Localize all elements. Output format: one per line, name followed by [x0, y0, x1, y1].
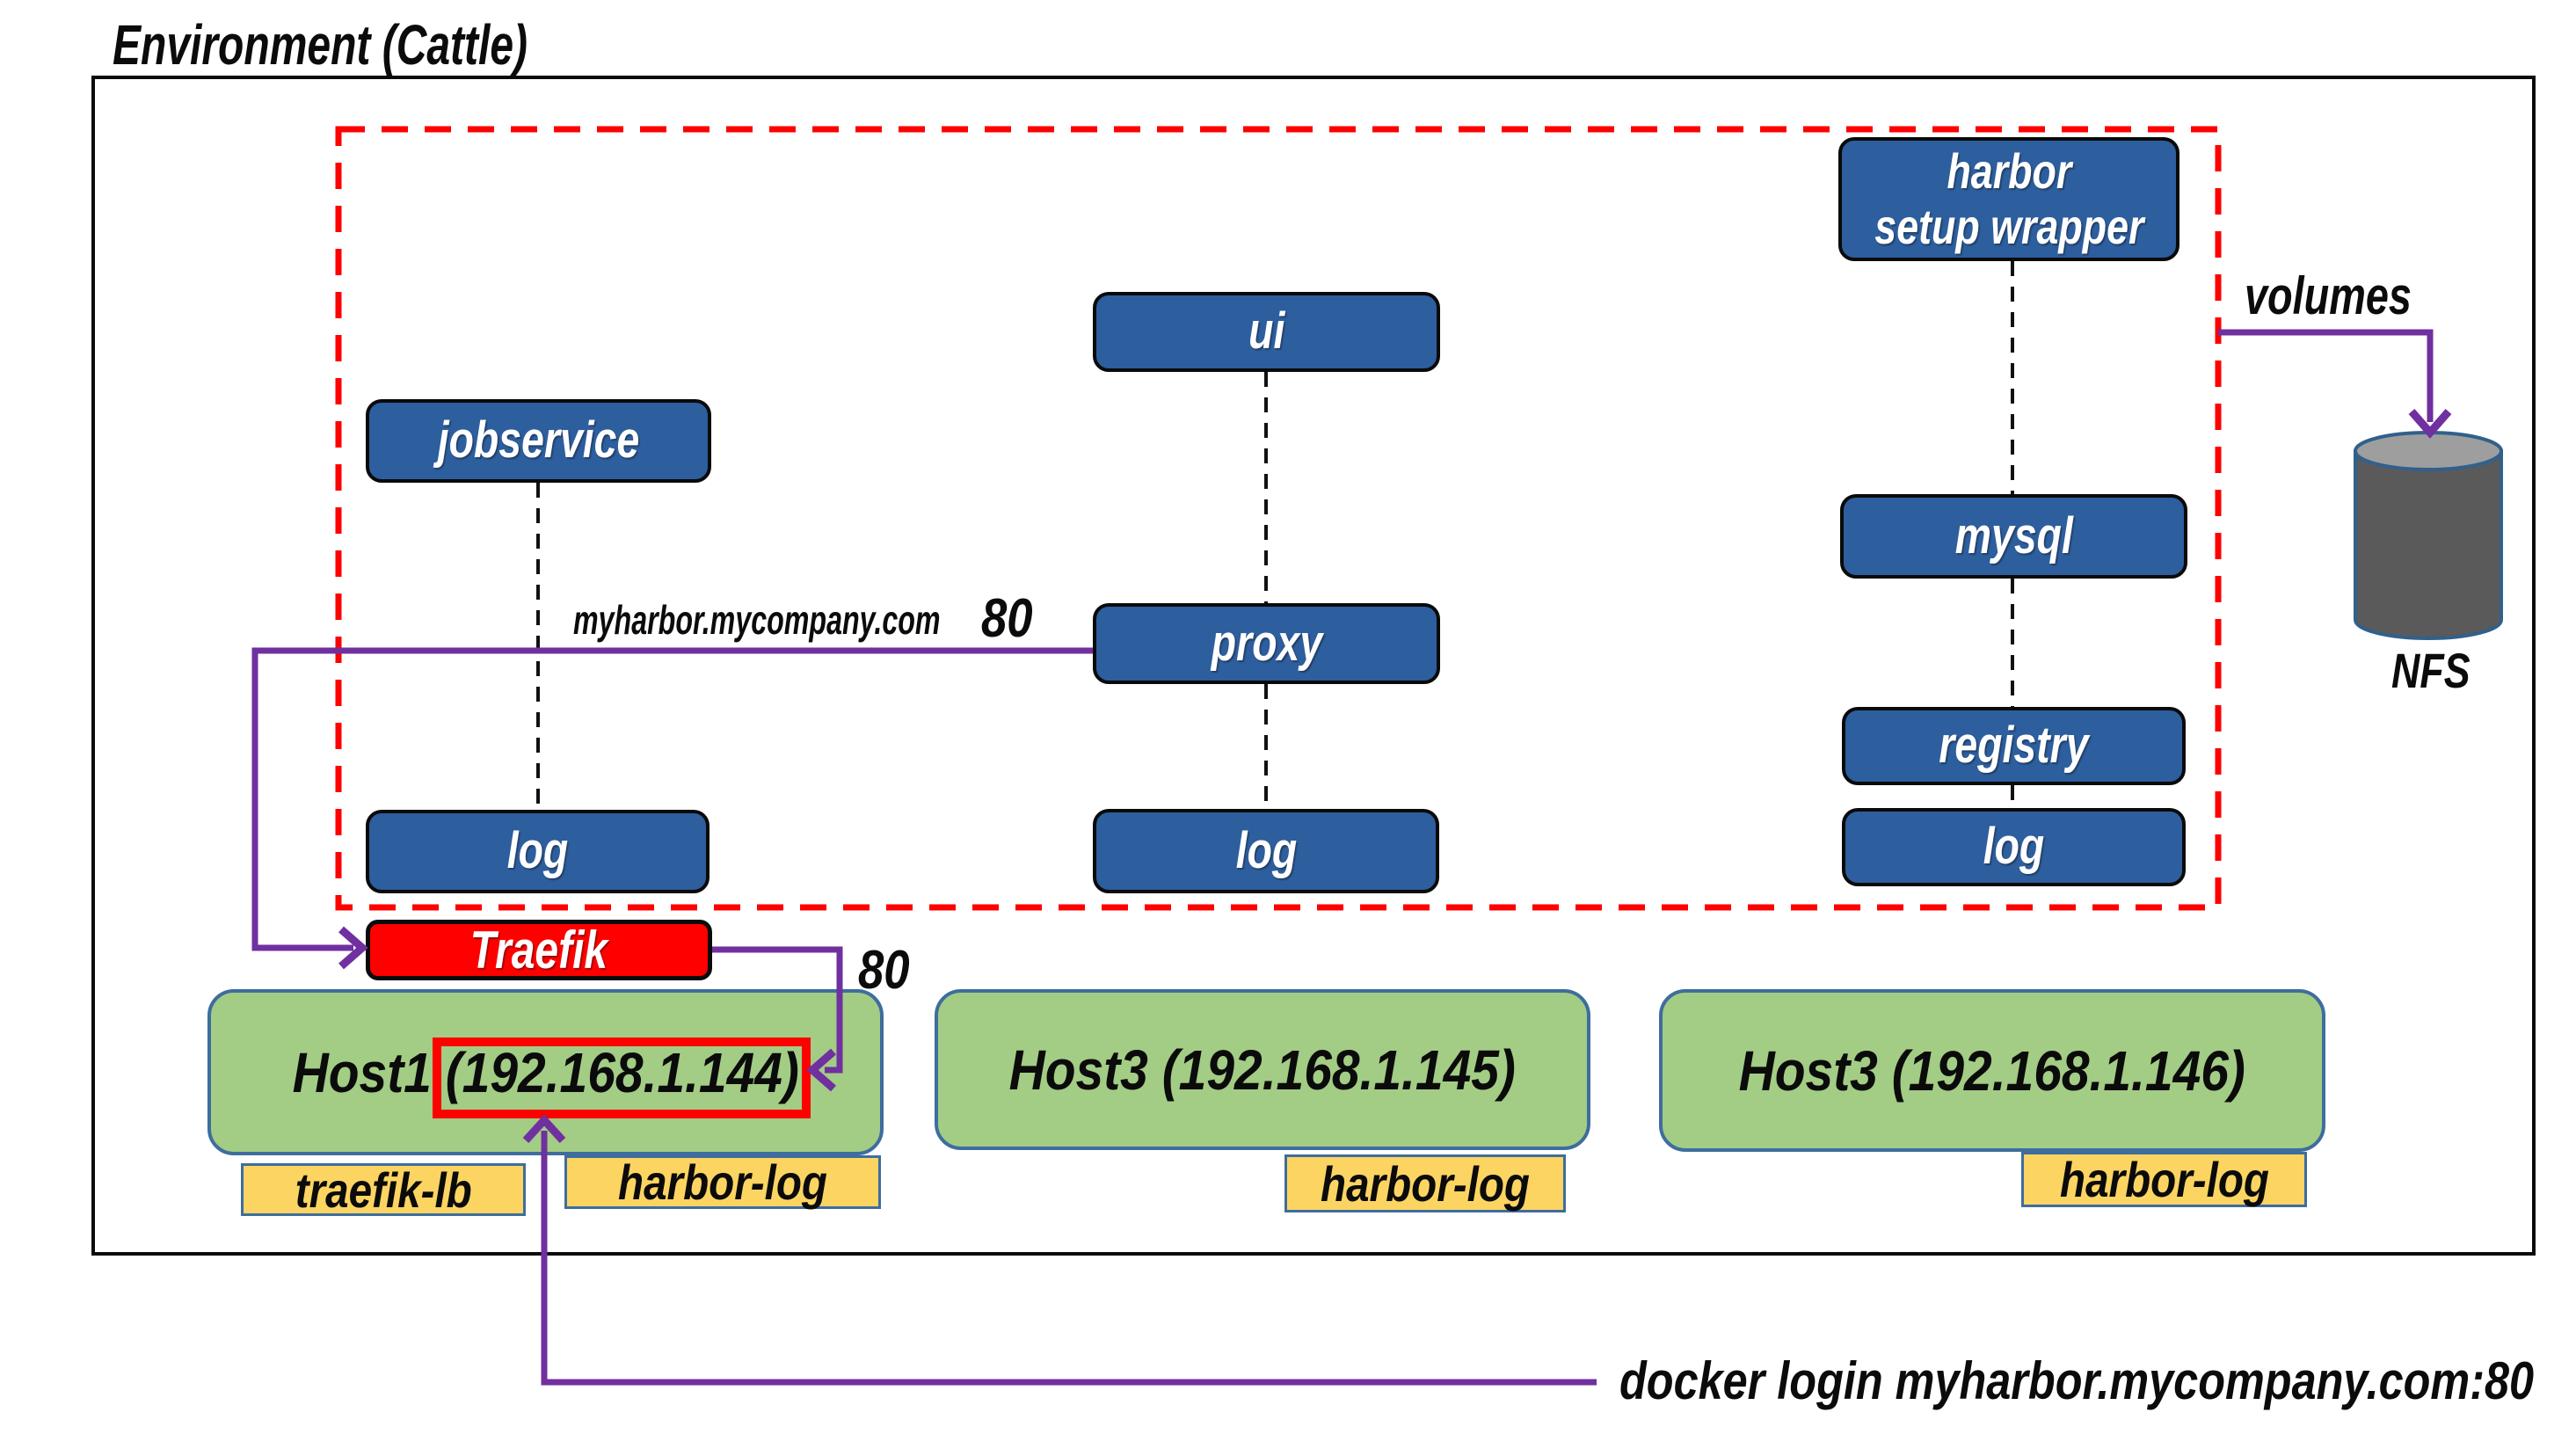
host1-label: Host1 (192.168.1.144)	[292, 1040, 798, 1105]
service-ui-label: ui	[1248, 302, 1285, 360]
service-harbor-setup-wrapper: harbor setup wrapper	[1838, 137, 2179, 261]
proxy-port-label: 80	[981, 588, 1033, 649]
traefik-label: Traefik	[469, 921, 608, 979]
route-docker-login-to-host1	[541, 1131, 1597, 1386]
tag-harbor-log-host3-label: harbor-log	[2059, 1152, 2269, 1207]
service-registry-label: registry	[1939, 717, 2089, 775]
tag-harbor-log-host1-label: harbor-log	[617, 1154, 827, 1210]
service-log-right: log	[1842, 808, 2186, 886]
stack-region-dashed-border	[335, 126, 2222, 911]
service-mysql: mysql	[1840, 494, 2187, 579]
service-log-middle-label: log	[1235, 821, 1297, 879]
wrapper-line2: setup wrapper	[1874, 198, 2144, 254]
service-registry: registry	[1842, 707, 2186, 785]
host1-name: Host1	[292, 1040, 432, 1104]
host1-ip: (192.168.1.144)	[445, 1040, 799, 1104]
service-jobservice: jobservice	[366, 399, 711, 483]
service-jobservice-label: jobservice	[437, 411, 640, 470]
service-log-left-label: log	[506, 822, 569, 880]
service-log-left: log	[366, 810, 709, 893]
host3-box: Host3 (192.168.1.146)	[1659, 989, 2325, 1152]
tag-harbor-log-host2-label: harbor-log	[1320, 1155, 1530, 1212]
volumes-label: volumes	[2245, 266, 2412, 325]
traefik-port-label: 80	[858, 940, 910, 1001]
route-volumes-to-nfs	[2218, 329, 2434, 422]
host1-box: Host1 (192.168.1.144)	[207, 989, 884, 1155]
nfs-label: NFS	[2391, 643, 2470, 698]
route-docker-login-arrowhead	[522, 1114, 566, 1144]
nfs-cylinder	[2354, 431, 2503, 640]
environment-border	[91, 76, 2536, 1256]
route-traefik-to-host1	[712, 946, 843, 1074]
service-log-right-label: log	[1983, 818, 2045, 876]
tag-harbor-log-host1: harbor-log	[564, 1154, 881, 1210]
service-connectors	[536, 261, 2014, 810]
host3-label: Host3 (192.168.1.146)	[1738, 1038, 2246, 1103]
route-traefik-to-host1-arrowhead	[806, 1048, 836, 1092]
service-proxy-label: proxy	[1211, 614, 1322, 672]
routes	[251, 329, 2452, 1386]
traefik-box: Traefik	[366, 920, 712, 980]
tag-harbor-log-host2: harbor-log	[1284, 1154, 1566, 1212]
host2-label: Host3 (192.168.1.145)	[1008, 1038, 1517, 1102]
wrapper-line1: harbor	[1947, 142, 2071, 199]
tag-harbor-log-host3: harbor-log	[2021, 1152, 2307, 1207]
host2-box: Host3 (192.168.1.145)	[935, 989, 1590, 1150]
route-proxy-to-traefik-arrowhead	[338, 926, 368, 970]
service-mysql-label: mysql	[1954, 506, 2073, 564]
service-proxy: proxy	[1093, 603, 1440, 684]
route-proxy-to-traefik	[251, 647, 1093, 951]
tag-traefik-lb-label: traefik-lb	[295, 1161, 472, 1218]
service-log-middle: log	[1093, 809, 1439, 893]
domain-label: myharbor.mycompany.com	[573, 597, 941, 643]
host1-ip-highlight	[433, 1038, 811, 1118]
service-ui: ui	[1093, 292, 1440, 372]
diagram-title: Environment (Cattle)	[113, 13, 528, 76]
route-volumes-to-nfs-arrowhead	[2408, 409, 2452, 439]
tag-traefik-lb: traefik-lb	[241, 1161, 526, 1218]
docker-login-label: docker login myharbor.mycompany.com:80	[1619, 1351, 2535, 1410]
service-harbor-setup-wrapper-label: harbor setup wrapper	[1874, 142, 2144, 254]
